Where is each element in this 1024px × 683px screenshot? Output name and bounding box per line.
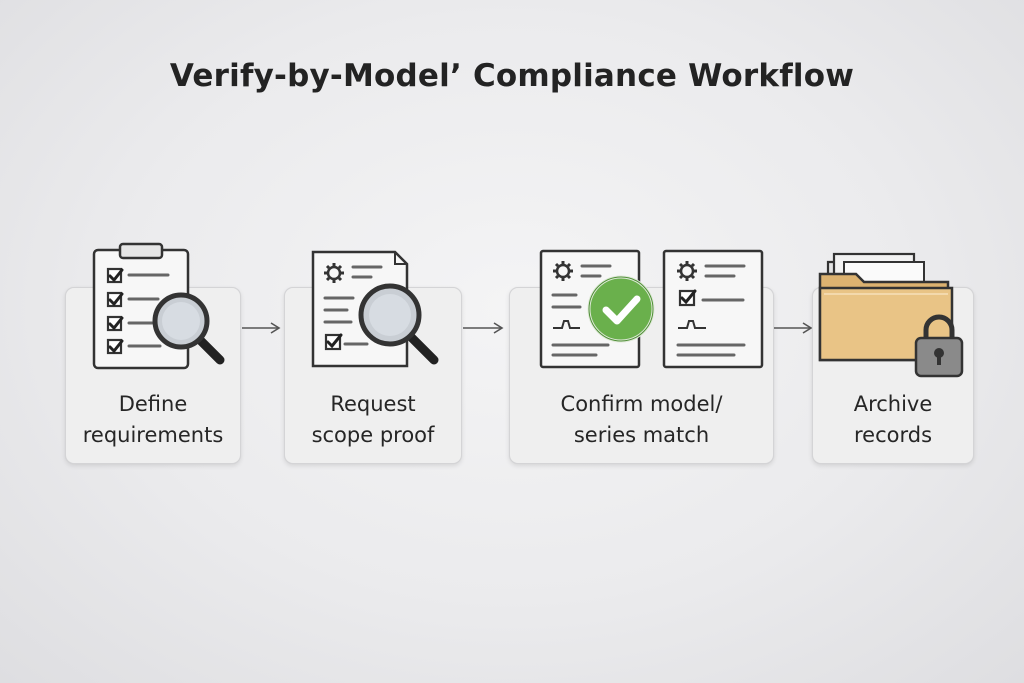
flow-arrow xyxy=(242,322,281,334)
flow-arrow xyxy=(774,322,813,334)
document-magnifier-icon xyxy=(311,250,439,368)
step-label: Confirm model/series match xyxy=(560,392,723,447)
clipboard-magnifier-icon xyxy=(92,242,225,370)
page-title: Verify-by-Model’ Compliance Workflow xyxy=(169,58,855,94)
documents-checkmark-icon xyxy=(539,249,764,369)
flow-arrow xyxy=(463,322,504,334)
folder-lock-icon xyxy=(818,252,964,378)
